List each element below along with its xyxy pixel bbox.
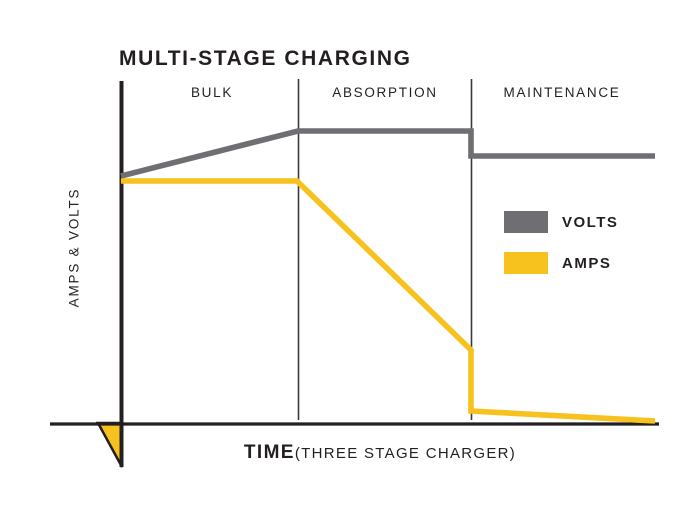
series-line-volts: [120, 128, 655, 179]
x-axis-label-sub: (THREE STAGE CHARGER): [294, 445, 517, 462]
stage-label-maintenance: MAINTENANCE: [503, 85, 621, 100]
chart-legend: VOLTS AMPS: [504, 208, 618, 290]
legend-swatch-amps: [504, 252, 548, 274]
x-axis-label: TIME(THREE STAGE CHARGER): [140, 442, 620, 464]
x-axis-label-main: TIME: [243, 442, 295, 463]
origin-wedge-shape: [95, 421, 124, 468]
legend-item-volts: VOLTS: [504, 208, 618, 236]
series-line-amps: [121, 178, 656, 424]
stage-label-absorption: ABSORPTION: [332, 85, 438, 100]
y-axis-label: AMPS & VOLTS: [66, 187, 82, 308]
legend-swatch-volts: [504, 211, 548, 233]
legend-label-volts: VOLTS: [562, 213, 619, 231]
legend-item-amps: AMPS: [504, 249, 618, 277]
stage-label-bulk: BULK: [190, 85, 234, 100]
legend-label-amps: AMPS: [562, 254, 612, 272]
chart-title: MULTI-STAGE CHARGING: [119, 47, 412, 70]
